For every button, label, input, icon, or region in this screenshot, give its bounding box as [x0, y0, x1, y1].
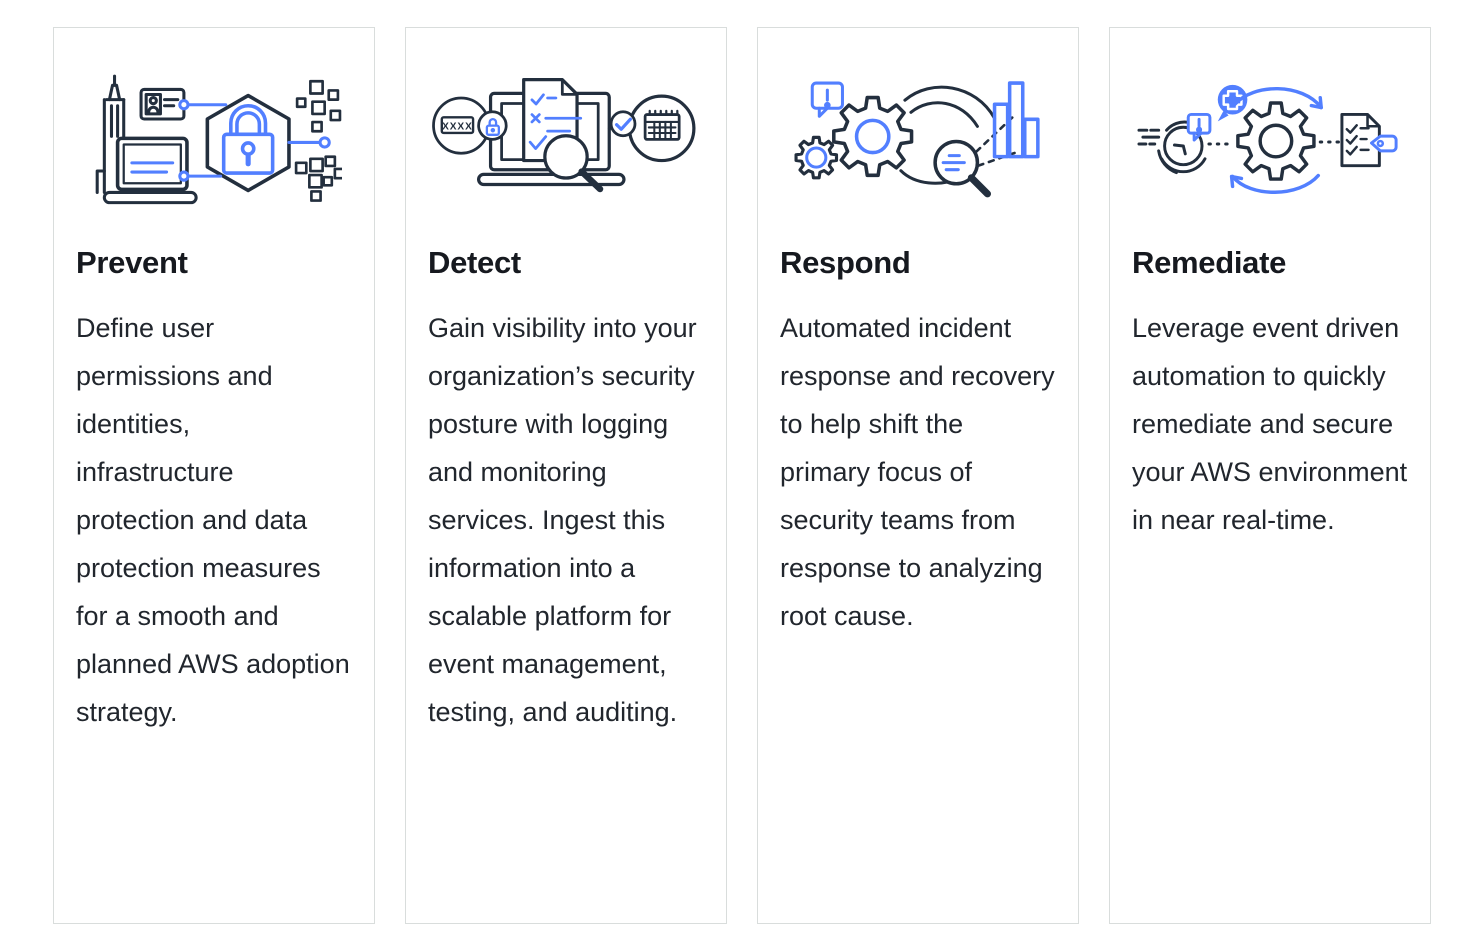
card-description-remediate: Leverage event driven automation to quic… — [1132, 313, 1408, 535]
respond-illustration-icon — [794, 80, 1040, 197]
remediate-illustration-wrap — [1132, 74, 1408, 214]
remediate-illustration-icon — [1137, 84, 1398, 194]
card-description-detect: Gain visibility into your organization’s… — [428, 313, 697, 727]
card-title-remediate: Remediate — [1132, 245, 1287, 280]
card-prevent: Prevent Define user permissions and iden… — [53, 27, 375, 924]
detect-illustration-icon: XXXX — [432, 77, 696, 193]
card-remediate: Remediate Leverage event driven automati… — [1109, 27, 1431, 924]
respond-illustration-wrap — [780, 74, 1056, 214]
detect-illustration-wrap: XXXX — [428, 74, 704, 214]
prevent-illustration-icon — [95, 74, 342, 204]
card-description-prevent: Define user permissions and identities, … — [76, 313, 350, 727]
card-title-respond: Respond — [780, 245, 911, 280]
card-description-respond: Automated incident response and recovery… — [780, 313, 1055, 631]
password-mask-text: XXXX — [442, 121, 473, 132]
card-respond: Respond Automated incident response and … — [757, 27, 1079, 924]
card-title-prevent: Prevent — [76, 245, 188, 280]
card-detect: XXXX — [405, 27, 727, 924]
prevent-illustration-wrap — [76, 74, 352, 214]
card-title-detect: Detect — [428, 245, 521, 280]
